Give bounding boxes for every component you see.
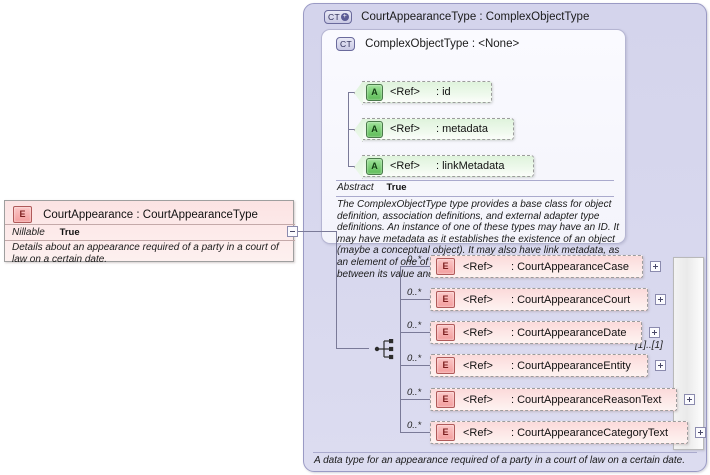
element-icon: E: [13, 206, 32, 223]
attribute-row[interactable]: A <Ref> : metadata: [362, 118, 514, 142]
attribute-box-id[interactable]: A <Ref> : id: [362, 81, 492, 103]
child-cardinality: 0..*: [407, 254, 422, 265]
children-tree-branch: [400, 299, 430, 300]
divider: [313, 452, 697, 453]
attribute-icon: A: [366, 157, 383, 175]
attribute-name: : metadata: [435, 123, 488, 135]
element-ref-court-appearance-case[interactable]: E <Ref> : CourtAppearanceCase: [430, 255, 643, 278]
connector-line: [336, 231, 337, 349]
element-icon: E: [436, 324, 455, 341]
attribute-icon: A: [366, 120, 383, 138]
complex-type-badge-icon[interactable]: CT+: [324, 10, 352, 24]
element-icon: E: [436, 291, 455, 308]
element-ref-court-appearance-court[interactable]: E <Ref> : CourtAppearanceCourt: [430, 288, 648, 311]
attribute-row[interactable]: A <Ref> : linkMetadata: [362, 155, 534, 179]
element-title-text: CourtAppearance : CourtAppearanceType: [43, 208, 258, 221]
attribute-name: : id: [435, 86, 451, 98]
element-ref-row[interactable]: E <Ref> : CourtAppearanceEntity: [430, 354, 648, 378]
attribute-box-metadata[interactable]: A <Ref> : metadata: [362, 118, 514, 140]
complex-type-title: CT+ CourtAppearanceType : ComplexObjectT…: [324, 10, 698, 28]
element-ref-court-appearance-category-text[interactable]: E <Ref> : CourtAppearanceCategoryText: [430, 421, 688, 444]
divider: [336, 196, 614, 197]
element-ref-name: : CourtAppearanceEntity: [510, 359, 631, 372]
sequence-cardinality: [1]..[1]: [635, 340, 663, 351]
expand-toggle-plus[interactable]: [655, 294, 666, 305]
children-tree-trunk: [400, 266, 401, 432]
element-ref-row[interactable]: E <Ref> : CourtAppearanceCategoryText: [430, 421, 688, 445]
attribute-name: : linkMetadata: [435, 160, 505, 172]
divider: [336, 180, 614, 181]
element-icon: E: [436, 391, 455, 408]
element-ref-label: <Ref>: [463, 426, 493, 439]
sequence-compositor-container[interactable]: [673, 257, 704, 450]
element-ref-row[interactable]: E <Ref> : CourtAppearanceCourt: [430, 288, 648, 312]
element-ref-court-appearance-reason-text[interactable]: E <Ref> : CourtAppearanceReasonText: [430, 388, 677, 411]
expand-toggle-plus[interactable]: [649, 327, 660, 338]
attribute-icon: A: [366, 83, 383, 101]
attribute-ref-label: <Ref>: [390, 160, 420, 172]
expand-toggle-plus[interactable]: [684, 394, 695, 405]
element-ref-name: : CourtAppearanceCategoryText: [510, 426, 669, 439]
collapse-toggle-minus[interactable]: [287, 226, 298, 237]
complex-type-container: CT+ CourtAppearanceType : ComplexObjectT…: [303, 3, 707, 472]
child-cardinality: 0..*: [407, 387, 422, 398]
expand-toggle-plus[interactable]: [695, 427, 706, 438]
attribute-row[interactable]: A <Ref> : id: [362, 81, 492, 105]
connector-line: [336, 348, 369, 349]
attribute-ref-label: <Ref>: [390, 123, 420, 135]
element-ref-row[interactable]: E <Ref> : CourtAppearanceDate: [430, 321, 642, 345]
children-tree-branch: [400, 399, 430, 400]
nillable-row: Nillable True: [12, 227, 80, 238]
divider: [5, 224, 295, 225]
expand-toggle-plus[interactable]: [650, 261, 661, 272]
abstract-row: Abstract True: [337, 182, 622, 195]
element-documentation: Details about an appearance required of …: [12, 242, 279, 265]
element-ref-court-appearance-entity[interactable]: E <Ref> : CourtAppearanceEntity: [430, 354, 648, 377]
children-tree-branch: [400, 266, 430, 267]
element-ref-row[interactable]: E <Ref> : CourtAppearanceCase: [430, 255, 643, 279]
child-cardinality: 0..*: [407, 287, 422, 298]
children-tree-branch: [400, 365, 430, 366]
attribute-ref-label: <Ref>: [390, 86, 420, 98]
abstract-key: Abstract: [337, 182, 374, 193]
base-type-badge-icon[interactable]: CT: [336, 37, 355, 51]
element-ref-label: <Ref>: [463, 393, 493, 406]
children-tree-branch: [400, 432, 430, 433]
complex-type-title-text: CourtAppearanceType : ComplexObjectType: [361, 11, 590, 23]
base-type-title: CT ComplexObjectType : <None>: [336, 37, 619, 53]
abstract-value: True: [386, 182, 407, 193]
expand-toggle-plus[interactable]: [655, 360, 666, 371]
element-ref-name: : CourtAppearanceReasonText: [510, 393, 662, 406]
element-icon: E: [436, 424, 455, 441]
child-cardinality: 0..*: [407, 420, 422, 431]
element-ref-label: <Ref>: [463, 359, 493, 372]
base-type-title-text: ComplexObjectType : <None>: [365, 38, 520, 50]
expand-plus-icon[interactable]: +: [340, 13, 349, 21]
divider: [5, 240, 295, 241]
element-ref-court-appearance-date[interactable]: E <Ref> : CourtAppearanceDate: [430, 321, 642, 344]
element-ref-label: <Ref>: [463, 326, 493, 339]
children-tree-branch: [400, 332, 430, 333]
element-icon: E: [436, 357, 455, 374]
sequence-icon: [374, 337, 398, 361]
badge-label: CT: [328, 12, 340, 22]
complex-type-documentation: A data type for an appearance required o…: [314, 455, 685, 466]
element-title: E CourtAppearance : CourtAppearanceType: [13, 206, 258, 224]
nillable-value: True: [59, 227, 80, 238]
child-cardinality: 0..*: [407, 320, 422, 331]
element-ref-name: : CourtAppearanceDate: [510, 326, 627, 339]
attribute-box-linkmetadata[interactable]: A <Ref> : linkMetadata: [362, 155, 534, 177]
element-ref-name: : CourtAppearanceCase: [510, 260, 629, 273]
base-type-container: CT ComplexObjectType : <None> A <Ref> : …: [321, 29, 626, 280]
element-definition-box[interactable]: E CourtAppearance : CourtAppearanceType …: [4, 200, 295, 265]
element-ref-label: <Ref>: [463, 293, 493, 306]
nillable-key: Nillable: [12, 227, 45, 238]
element-icon: E: [436, 258, 455, 275]
element-ref-name: : CourtAppearanceCourt: [510, 293, 631, 306]
child-cardinality: 0..*: [407, 353, 422, 364]
element-ref-label: <Ref>: [463, 260, 493, 273]
connector-line: [298, 231, 336, 232]
element-ref-row[interactable]: E <Ref> : CourtAppearanceReasonText: [430, 388, 677, 412]
